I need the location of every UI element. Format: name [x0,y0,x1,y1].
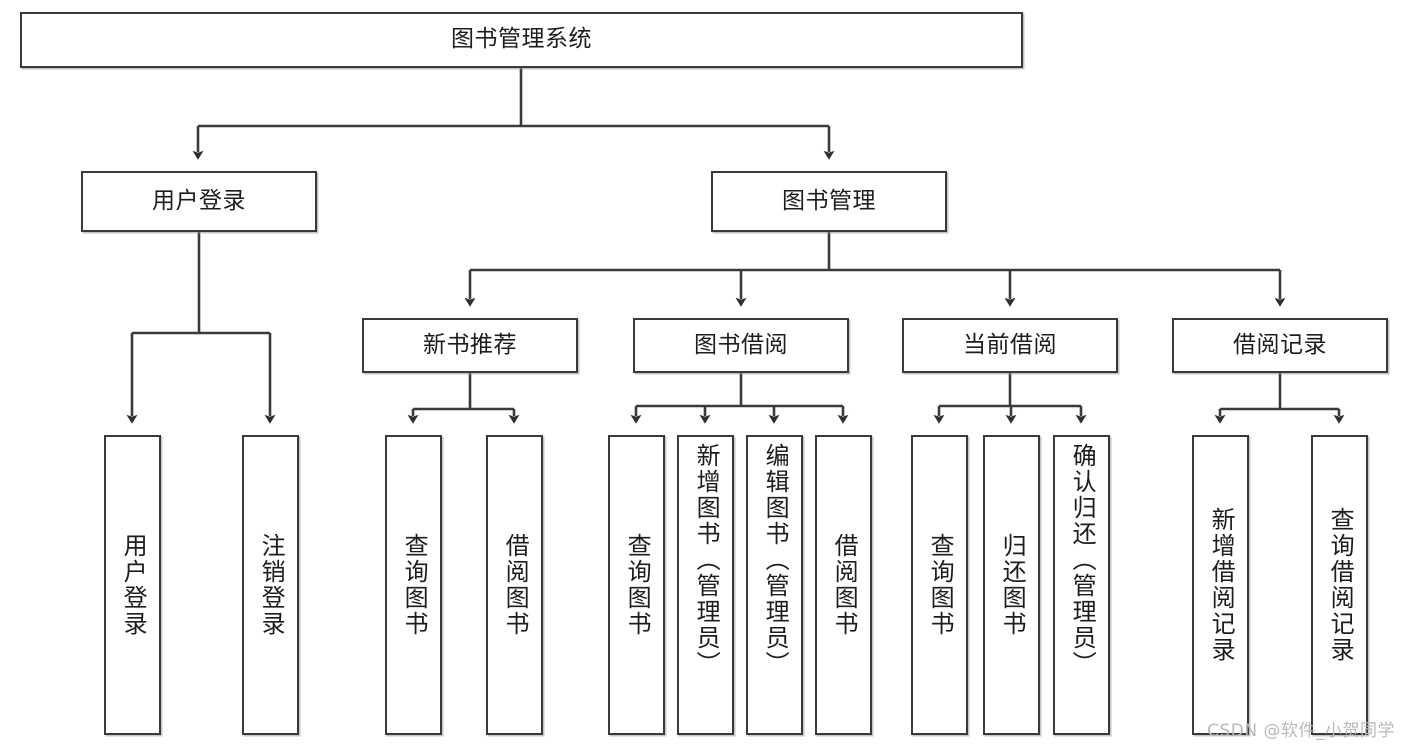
node-user-login[interactable]: 用户登录 [81,171,317,232]
node-leaf-query-record[interactable]: 查询借阅记录 [1311,435,1368,735]
node-leaf-return-book[interactable]: 归还图书 [983,435,1040,735]
node-current-borrow[interactable]: 当前借阅 [902,318,1118,373]
node-book-manage-label: 图书管理 [782,187,876,214]
node-leaf-query-record-label: 查询借阅记录 [1326,507,1355,663]
node-leaf-add-book-label: 新增图书（管理员） [692,443,721,677]
node-leaf-confirm-return[interactable]: 确认归还（管理员） [1053,435,1110,735]
node-borrow-record-label: 借阅记录 [1233,331,1327,358]
node-leaf-confirm-return-label: 确认归还（管理员） [1068,443,1097,677]
node-leaf-return-book-label: 归还图书 [998,533,1027,637]
node-user-login-label: 用户登录 [152,187,246,214]
node-book-manage[interactable]: 图书管理 [711,171,947,232]
node-new-book-recommend[interactable]: 新书推荐 [362,318,578,373]
node-leaf-add-book[interactable]: 新增图书（管理员） [677,435,734,735]
node-leaf-query-book-3-label: 查询图书 [926,533,955,637]
node-root[interactable]: 图书管理系统 [20,12,1023,68]
node-leaf-user-login[interactable]: 用户登录 [104,435,161,735]
node-root-label: 图书管理系统 [451,26,592,53]
node-leaf-borrow-book-1[interactable]: 借阅图书 [486,435,543,735]
node-new-book-recommend-label: 新书推荐 [423,331,517,358]
node-leaf-edit-book-label: 编辑图书（管理员） [761,443,790,677]
node-book-borrow[interactable]: 图书借阅 [633,318,849,373]
node-leaf-query-book-1[interactable]: 查询图书 [385,435,442,735]
node-leaf-borrow-book-2-label: 借阅图书 [830,533,859,637]
node-leaf-query-book-1-label: 查询图书 [400,533,429,637]
node-leaf-query-book-2[interactable]: 查询图书 [608,435,665,735]
watermark: CSDN @软件_小贺同学 [1207,721,1395,741]
node-leaf-edit-book[interactable]: 编辑图书（管理员） [746,435,803,735]
node-borrow-record[interactable]: 借阅记录 [1172,318,1388,373]
node-leaf-user-logout-label: 注销登录 [257,533,286,637]
node-leaf-add-record-label: 新增借阅记录 [1207,507,1236,663]
node-leaf-user-logout[interactable]: 注销登录 [242,435,299,735]
node-leaf-query-book-2-label: 查询图书 [623,533,652,637]
node-book-borrow-label: 图书借阅 [694,331,788,358]
node-leaf-user-login-label: 用户登录 [119,533,148,637]
node-current-borrow-label: 当前借阅 [963,331,1057,358]
node-leaf-add-record[interactable]: 新增借阅记录 [1192,435,1249,735]
node-leaf-borrow-book-1-label: 借阅图书 [501,533,530,637]
node-leaf-query-book-3[interactable]: 查询图书 [911,435,968,735]
node-leaf-borrow-book-2[interactable]: 借阅图书 [815,435,872,735]
